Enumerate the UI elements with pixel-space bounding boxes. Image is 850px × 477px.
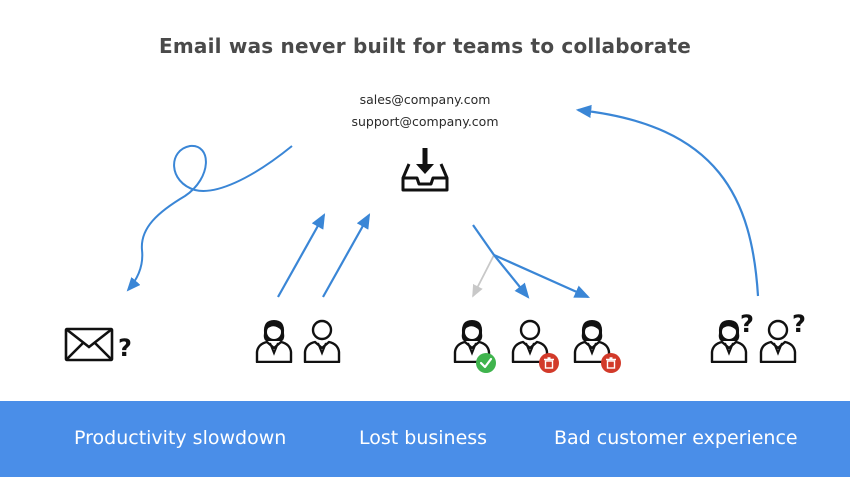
- customer-icon-2: [759, 319, 797, 363]
- arrow-pair-up-1: [277, 213, 326, 298]
- arrow-split-to-agent-3: [493, 253, 591, 299]
- arrow-split-stem: [472, 224, 495, 256]
- agent-icon-3: [573, 318, 611, 363]
- tangled-arrow: [126, 144, 293, 292]
- flow-diagram: ? ? ?: [64, 104, 806, 373]
- outcomes-banner: Productivity slowdown Lost business Bad …: [0, 401, 850, 477]
- return-arrow: [575, 104, 760, 297]
- agent-icon-2: [511, 319, 549, 363]
- arrow-split-to-agent-2: [493, 254, 530, 299]
- check-badge-icon: [476, 353, 496, 373]
- slide-title: Email was never built for teams to colla…: [159, 34, 691, 58]
- question-mark-customer-2: ?: [792, 310, 806, 338]
- person-icon-male: [303, 319, 341, 363]
- arrow-pair-up-2: [322, 213, 371, 298]
- trash-badge-icon: [539, 353, 559, 373]
- envelope-icon: [64, 327, 114, 362]
- email-address-support: support@company.com: [351, 114, 499, 129]
- question-mark-envelope: ?: [118, 334, 132, 362]
- person-icon-female: [255, 318, 293, 363]
- trash-badge-icon: [601, 353, 621, 373]
- arrow-split-to-agent-1: [472, 254, 495, 298]
- inbox-icon: [401, 148, 449, 192]
- outcome-label-productivity: Productivity slowdown: [74, 427, 287, 449]
- outcome-label-lost-business: Lost business: [359, 427, 488, 449]
- question-mark-customer-1: ?: [740, 310, 754, 338]
- outcome-label-customer-experience: Bad customer experience: [554, 427, 798, 449]
- email-address-sales: sales@company.com: [359, 92, 491, 107]
